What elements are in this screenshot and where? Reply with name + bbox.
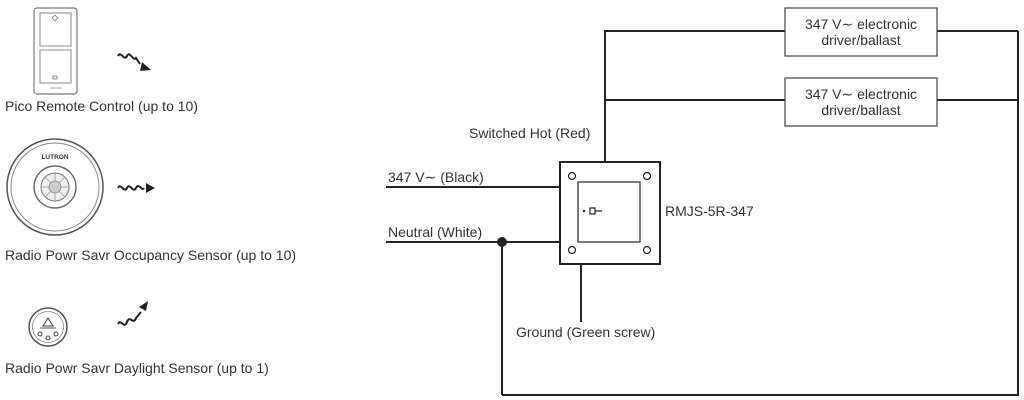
- neutral-junction-dot: [497, 237, 507, 247]
- load-2-line2: driver/ballast: [821, 102, 901, 118]
- load-1-line1: 347 V∼ electronic: [804, 16, 918, 32]
- daylight-sensor-icon: [28, 307, 68, 347]
- ground-label: Ground (Green screw): [516, 324, 656, 340]
- line-in-label: 347 V∼ (Black): [388, 169, 484, 185]
- load-1-line2: driver/ballast: [821, 32, 901, 48]
- daylight-sensor-label: Radio Powr Savr Daylight Sensor (up to 1…: [5, 360, 269, 376]
- occupancy-sensor-icon: LUTRON: [6, 138, 104, 236]
- neutral-label: Neutral (White): [388, 224, 483, 240]
- module-label: RMJS-5R-347: [665, 203, 754, 219]
- wireless-signal-icon: [117, 185, 145, 191]
- load-box-1: [784, 7, 938, 57]
- brand-mark: LUTRON: [41, 154, 68, 161]
- occupancy-sensor-label: Radio Powr Savr Occupancy Sensor (up to …: [5, 247, 297, 263]
- load-2-line1: 347 V∼ electronic: [804, 86, 918, 102]
- rmjs-module: [559, 161, 661, 265]
- pico-remote-icon: [33, 7, 78, 95]
- wireless-signal-icon: [117, 53, 141, 65]
- switched-hot-label: Switched Hot (Red): [469, 125, 591, 141]
- pico-remote-label: Pico Remote Control (up to 10): [5, 98, 198, 114]
- wireless-signal-icon: [117, 311, 142, 326]
- load-box-2: [784, 77, 938, 127]
- load-box-1-text: 347 V∼ electronic driver/ballast: [785, 16, 937, 48]
- load-box-2-text: 347 V∼ electronic driver/ballast: [785, 86, 937, 118]
